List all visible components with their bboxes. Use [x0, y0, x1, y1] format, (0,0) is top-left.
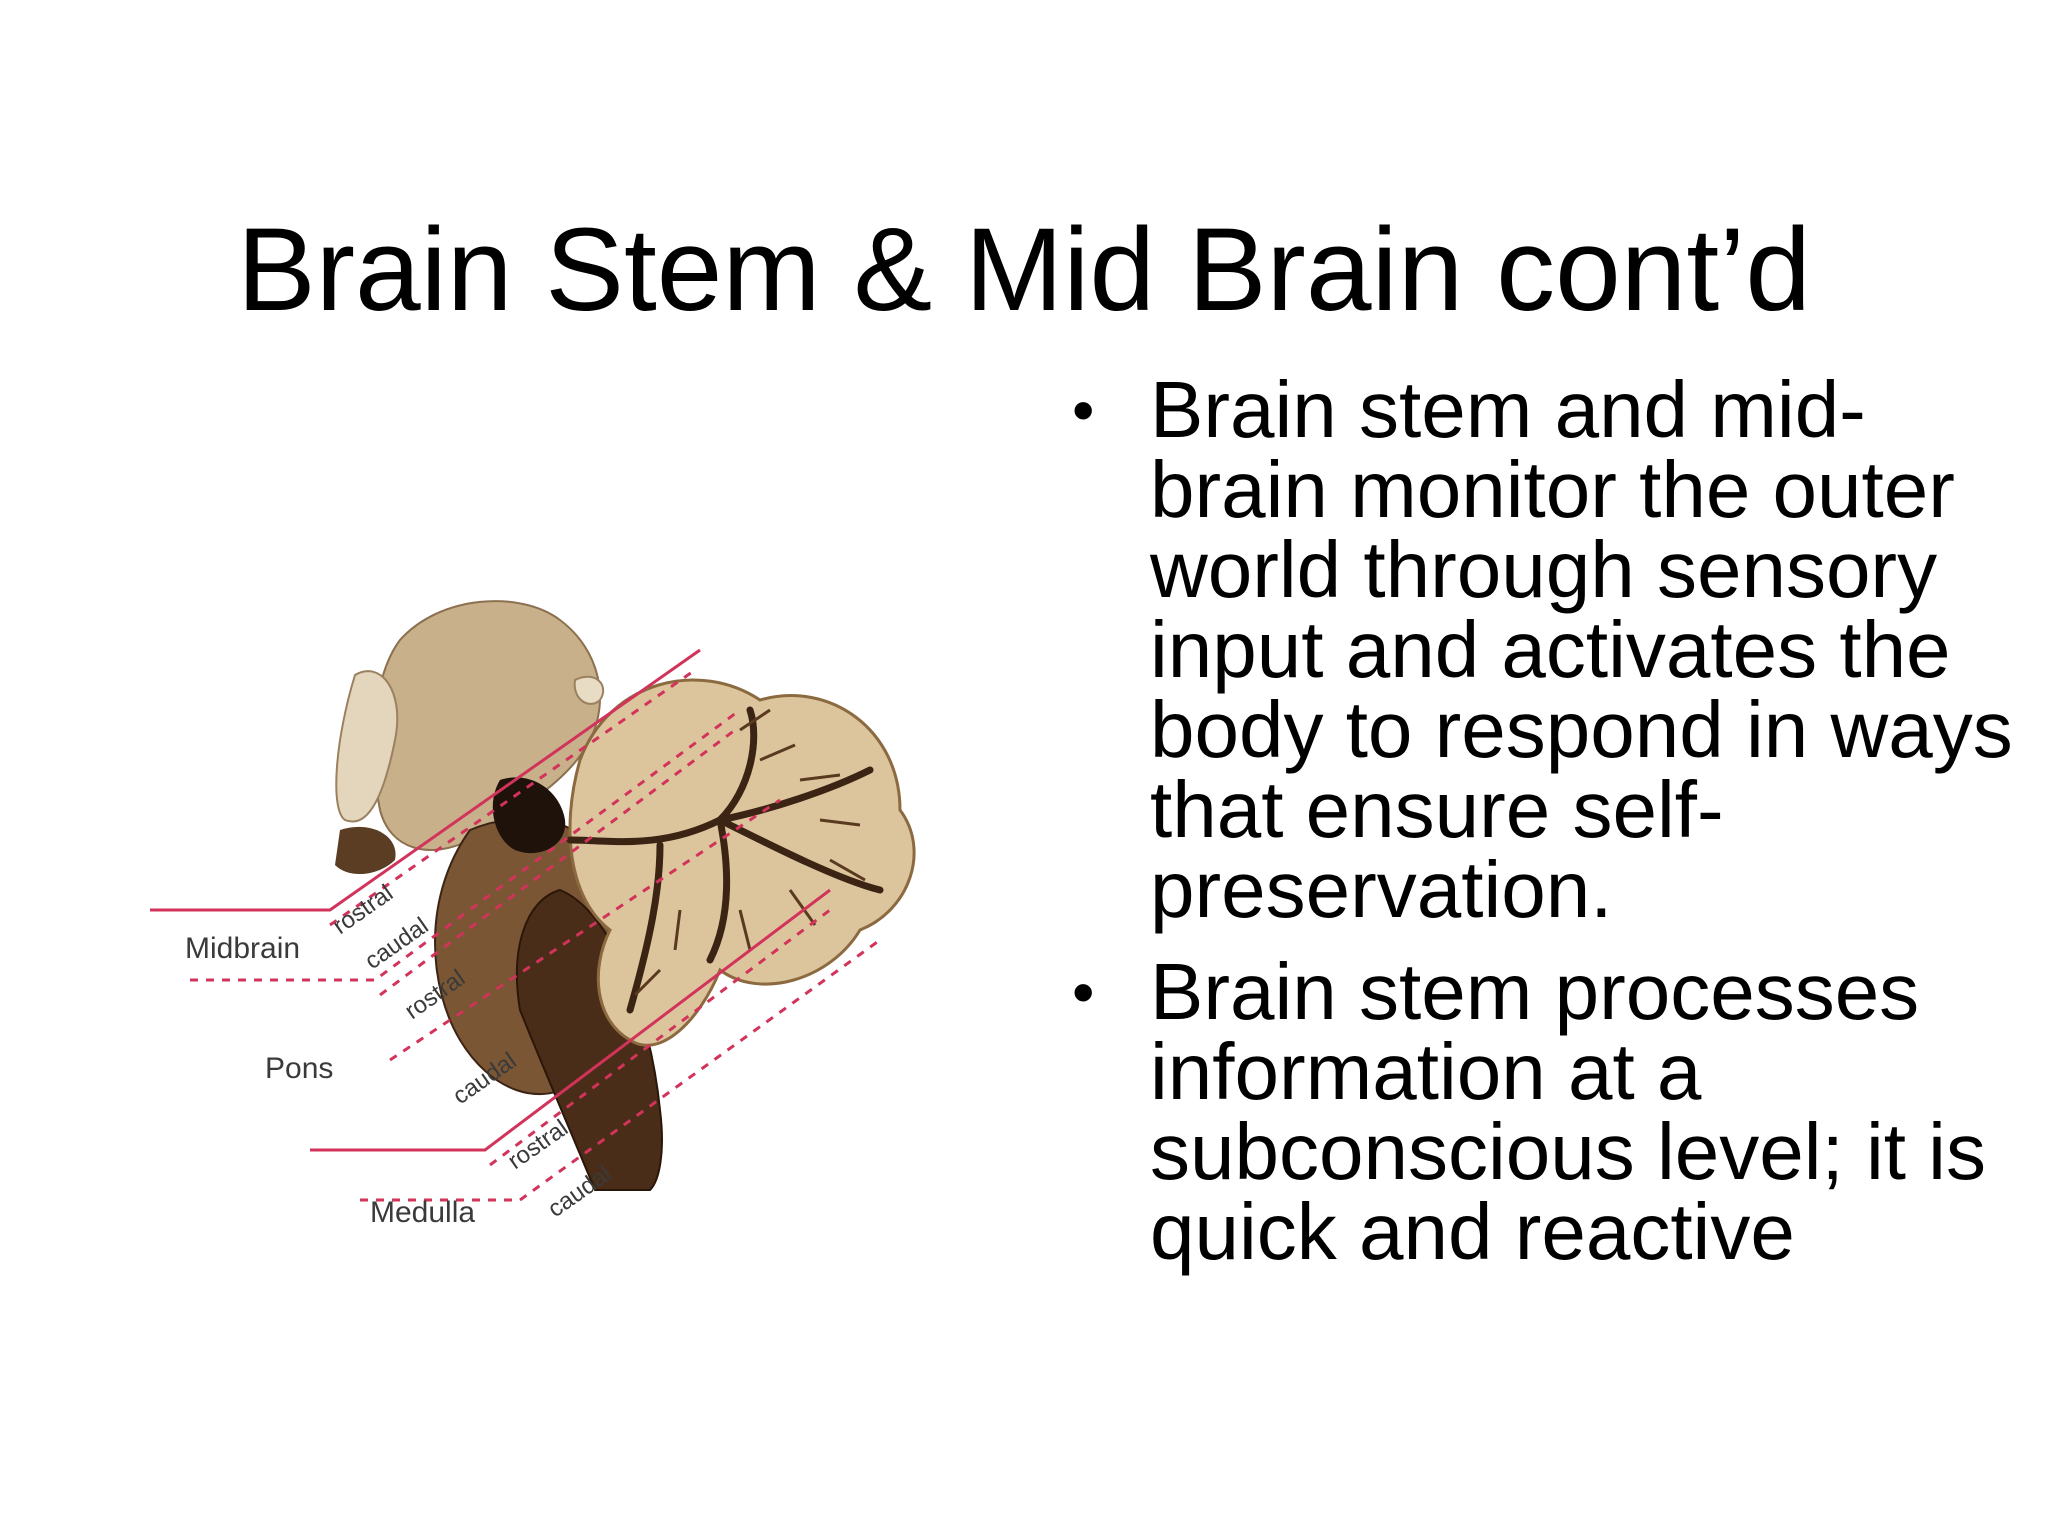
bullet-glyph: •: [1072, 374, 1095, 446]
brainstem-figure: Midbrain Pons Medulla rostral caudal ros…: [140, 590, 1020, 1290]
pineal-fragment: [573, 675, 605, 705]
section-dashed-lines: [329, 668, 831, 1167]
bullet-item: • Brain stem and mid-brain monitor the o…: [1060, 370, 2020, 930]
slide-title: Brain Stem & Mid Brain cont’d: [237, 204, 1811, 336]
label-medulla: Medulla: [370, 1196, 475, 1229]
cerebellum-tissue: [568, 678, 916, 1047]
midbrain-tissue: [373, 600, 601, 851]
label-medulla-rostral: rostral: [503, 1115, 573, 1175]
basal-fragment: [335, 826, 396, 875]
bullet-list: • Brain stem and mid-brain monitor the o…: [1060, 370, 2020, 1294]
label-pons: Pons: [265, 1052, 333, 1085]
bullet-glyph: •: [1072, 956, 1095, 1028]
brainstem-section-image: Midbrain Pons Medulla rostral caudal ros…: [150, 600, 916, 1229]
section-guide-lines: [150, 648, 881, 1202]
diencephalon-fragment: [335, 670, 399, 823]
bullet-item: • Brain stem processes information at a …: [1060, 952, 2020, 1272]
label-medulla-caudal: caudal: [543, 1160, 616, 1223]
label-midbrain: Midbrain: [185, 932, 300, 965]
tegmentum-core: [492, 777, 566, 854]
folia: [633, 708, 866, 997]
bullet-text: Brain stem and mid-brain monitor the out…: [1150, 365, 2013, 934]
bullet-text: Brain stem processes information at a su…: [1150, 947, 1986, 1276]
